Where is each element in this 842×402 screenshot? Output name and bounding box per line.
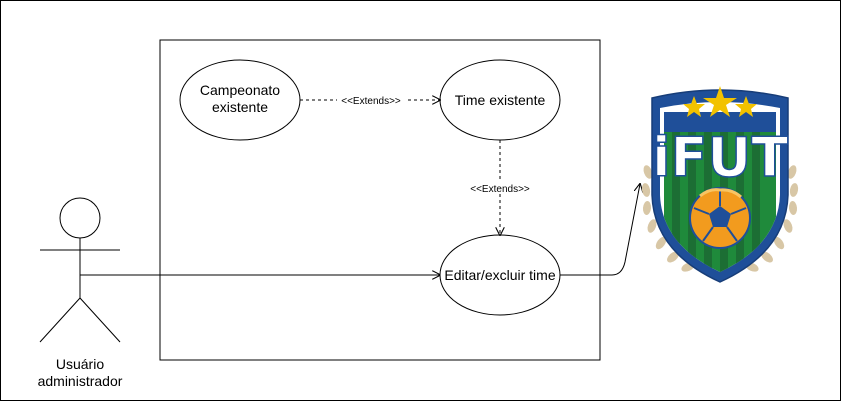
star-icon xyxy=(683,86,757,117)
actor-label-line1: Usuário xyxy=(56,356,104,372)
soccer-ball-icon xyxy=(689,187,751,249)
actor-leg-right xyxy=(79,297,121,343)
actor-leg-left xyxy=(39,297,81,343)
actor-label-line2: administrador xyxy=(38,373,123,389)
use-case-campeonato-line1: Campeonato xyxy=(200,82,280,98)
logo-text: iFUT xyxy=(652,126,788,189)
actor-usuario-administrador[interactable]: Usuário administrador xyxy=(38,197,123,389)
extends-label-vertical: <<Extends>> xyxy=(470,184,530,195)
use-case-editar-label: Editar/excluir time xyxy=(444,267,555,283)
extends-label-bg xyxy=(337,94,405,106)
connector-editar-logo xyxy=(560,184,640,276)
use-case-campeonato-existente[interactable]: Campeonato existente xyxy=(179,59,301,141)
use-case-editar-excluir-time[interactable]: Editar/excluir time xyxy=(439,234,561,316)
use-case-campeonato-line2: existente xyxy=(212,99,268,115)
actor-head xyxy=(59,197,101,239)
extends-label-bg xyxy=(466,182,534,194)
use-case-time-existente[interactable]: Time existente xyxy=(439,59,561,141)
extends-label-top: <<Extends>> xyxy=(341,96,401,107)
system-boundary xyxy=(159,39,601,361)
ifut-logo: iFUT xyxy=(641,86,799,283)
use-case-time-label: Time existente xyxy=(455,92,546,108)
